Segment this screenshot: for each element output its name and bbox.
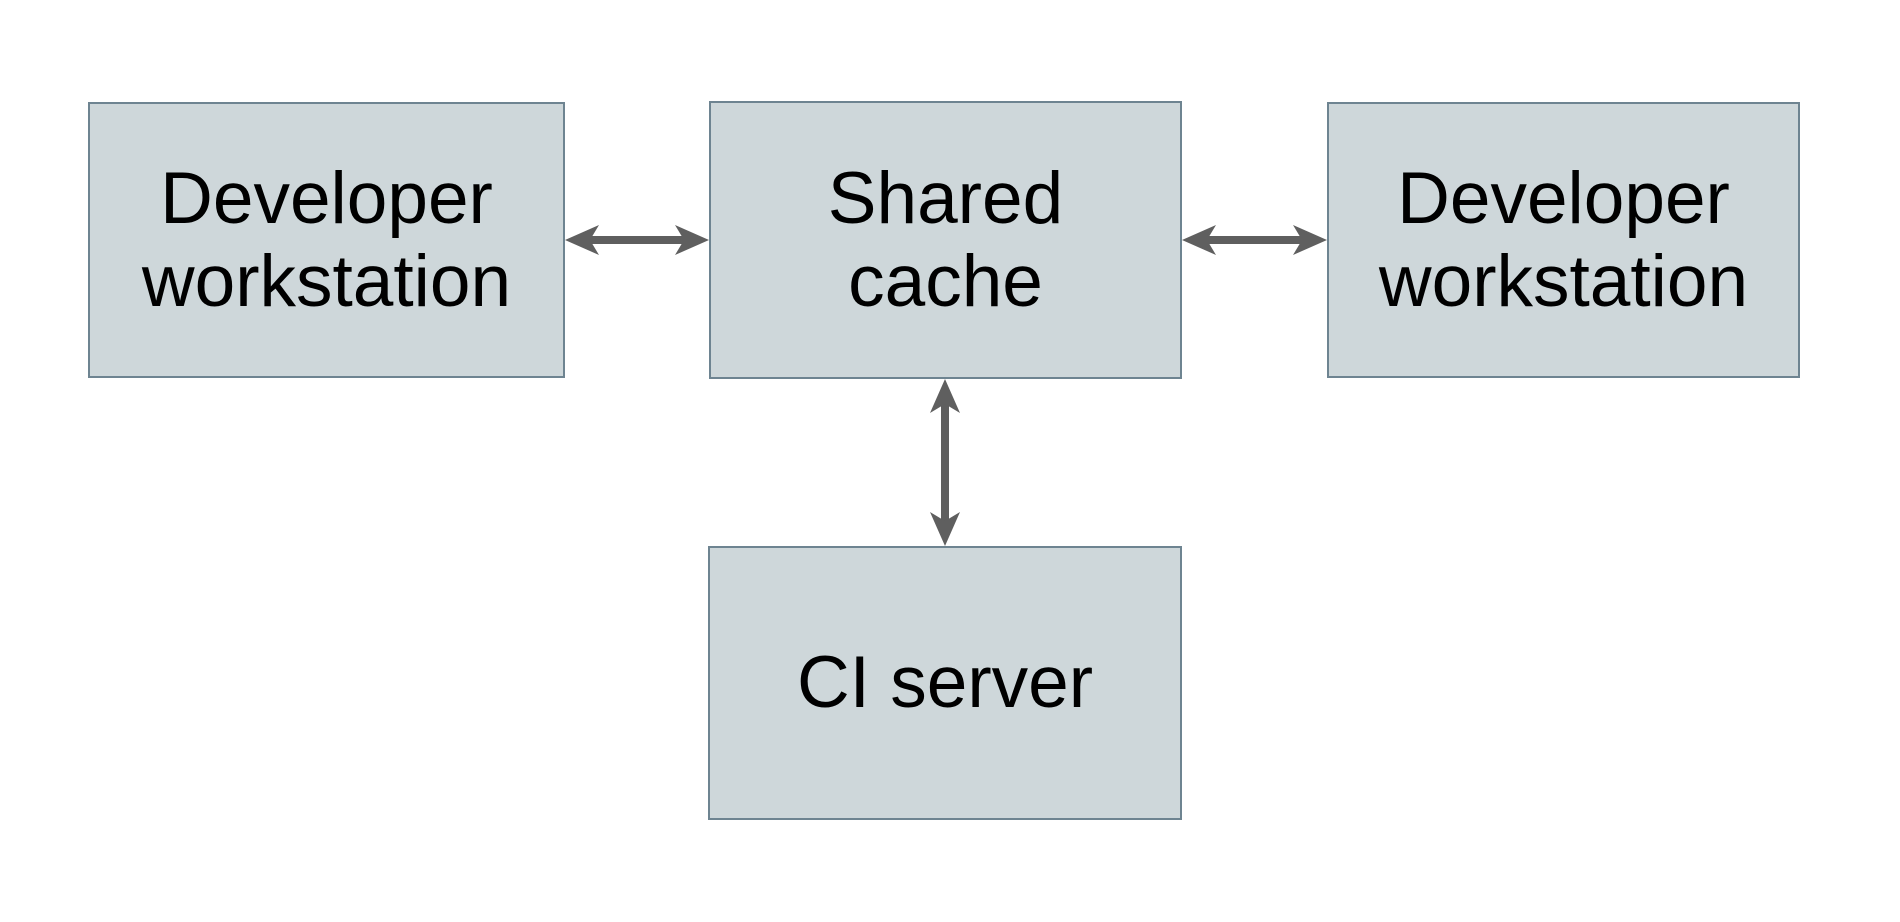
node-label-shared-cache: Shared cache [827, 157, 1064, 322]
bidirectional-arrow-left-icon [565, 225, 709, 255]
node-label-ci-server: CI server [796, 642, 1094, 724]
node-shared-cache: Shared cache [709, 101, 1182, 379]
node-ci-server: CI server [708, 546, 1182, 820]
node-developer-workstation-right: Developer workstation [1327, 102, 1800, 378]
bidirectional-arrow-vertical-icon [930, 379, 960, 546]
node-label-developer-workstation-left: Developer workstation [141, 157, 512, 322]
node-label-developer-workstation-right: Developer workstation [1378, 157, 1749, 322]
node-developer-workstation-left: Developer workstation [88, 102, 565, 378]
bidirectional-arrow-right-icon [1182, 225, 1327, 255]
